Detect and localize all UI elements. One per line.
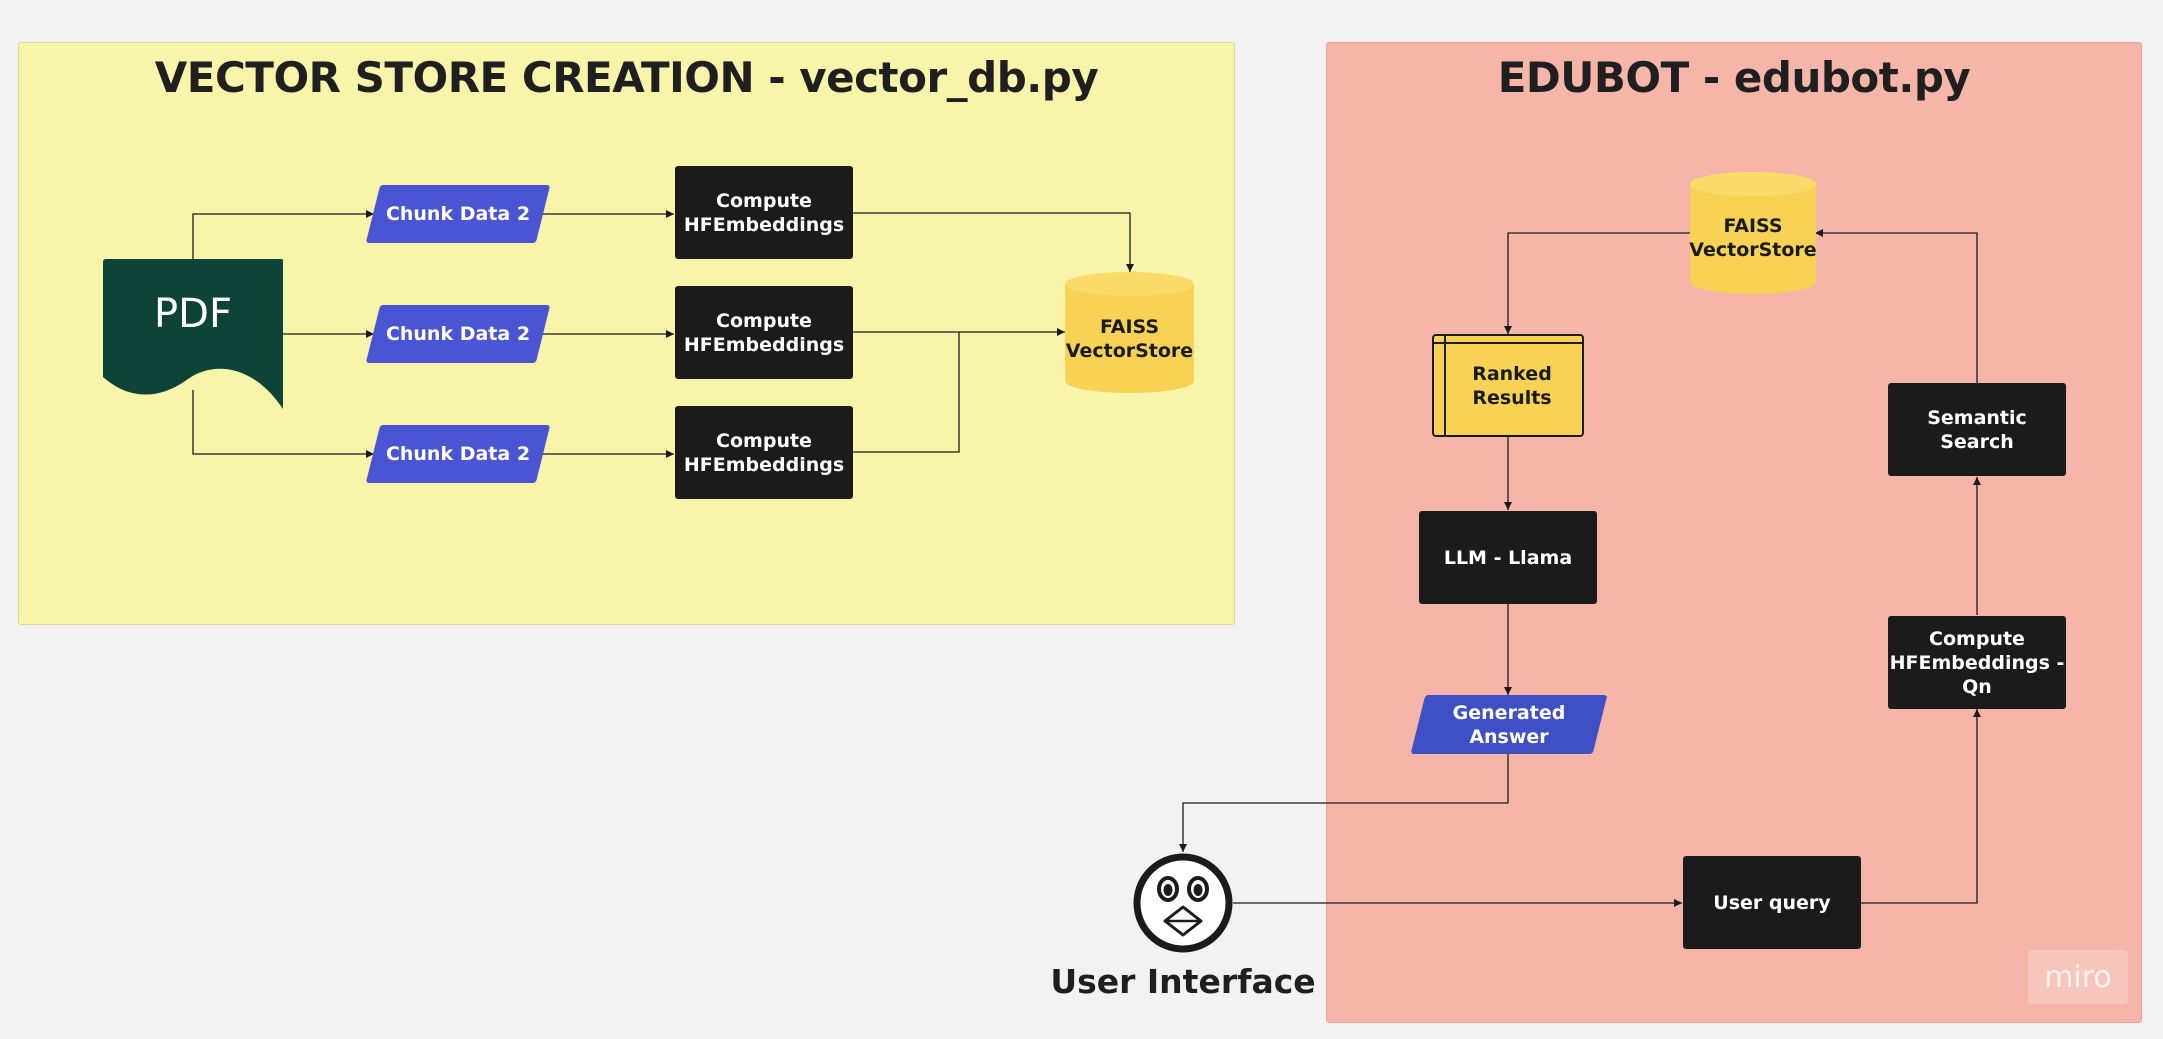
- edge-answer-ui: [1179, 754, 1509, 852]
- pdf-label: PDF: [154, 291, 232, 337]
- edge-embed1-store: [853, 212, 1134, 272]
- chunk-data-2-label: Chunk Data 2: [385, 323, 531, 345]
- ranked-results-label: Ranked Results: [1472, 362, 1552, 409]
- faiss-vectorstore-left: FAISS VectorStore: [1065, 272, 1194, 393]
- user-interface-label: User Interface: [1050, 962, 1316, 1001]
- chunk-data-1: Chunk Data 2: [365, 185, 551, 243]
- miro-watermark: miro: [2028, 950, 2128, 1004]
- edge-query-embedqn: [1861, 709, 1981, 904]
- faiss-vectorstore-right: FAISS VectorStore: [1689, 172, 1817, 294]
- llm-llama-label: LLM - Llama: [1443, 546, 1573, 569]
- compute-embeddings-qn: Compute HFEmbeddings - Qn: [1888, 616, 2066, 709]
- compute-embeddings-1: Compute HFEmbeddings: [675, 166, 853, 259]
- semantic-search-label: Semantic Search: [1927, 406, 2027, 453]
- compute-embeddings-2-label: Compute HFEmbeddings: [683, 309, 845, 356]
- vector-store-frame-title: VECTOR STORE CREATION - vector_db.py: [154, 53, 1099, 102]
- chunk-data-2: Chunk Data 2: [365, 305, 551, 363]
- compute-embeddings-qn-label: Compute HFEmbeddings - Qn: [1889, 627, 2065, 698]
- edge-pdf-chunk1: [192, 210, 374, 260]
- user-face-icon: [1133, 853, 1233, 953]
- chunk-data-3-label: Chunk Data 2: [385, 443, 531, 465]
- ranked-results: Ranked Results: [1432, 334, 1584, 437]
- compute-embeddings-1-label: Compute HFEmbeddings: [683, 189, 845, 236]
- edge-semantic-store: [1815, 229, 1978, 383]
- compute-embeddings-2: Compute HFEmbeddings: [675, 286, 853, 379]
- chunk-data-3: Chunk Data 2: [365, 425, 551, 483]
- semantic-search: Semantic Search: [1888, 383, 2066, 476]
- generated-answer-label: Generated Answer: [1452, 701, 1566, 748]
- edge-embed3-store: [853, 332, 960, 453]
- user-query-label: User query: [1713, 891, 1831, 914]
- compute-embeddings-3-label: Compute HFEmbeddings: [683, 429, 845, 476]
- edge-pdf-chunk3: [192, 390, 374, 458]
- faiss-right-label: FAISS VectorStore: [1689, 215, 1817, 261]
- user-query: User query: [1683, 856, 1861, 949]
- pdf-document: PDF: [103, 259, 283, 411]
- edubot-frame-title: EDUBOT - edubot.py: [1497, 53, 1971, 102]
- faiss-left-label: FAISS VectorStore: [1065, 316, 1194, 362]
- generated-answer: Generated Answer: [1410, 695, 1608, 754]
- edge-store-ranked: [1504, 232, 1690, 334]
- llm-llama: LLM - Llama: [1419, 511, 1597, 604]
- compute-embeddings-3: Compute HFEmbeddings: [675, 406, 853, 499]
- chunk-data-1-label: Chunk Data 2: [385, 203, 531, 225]
